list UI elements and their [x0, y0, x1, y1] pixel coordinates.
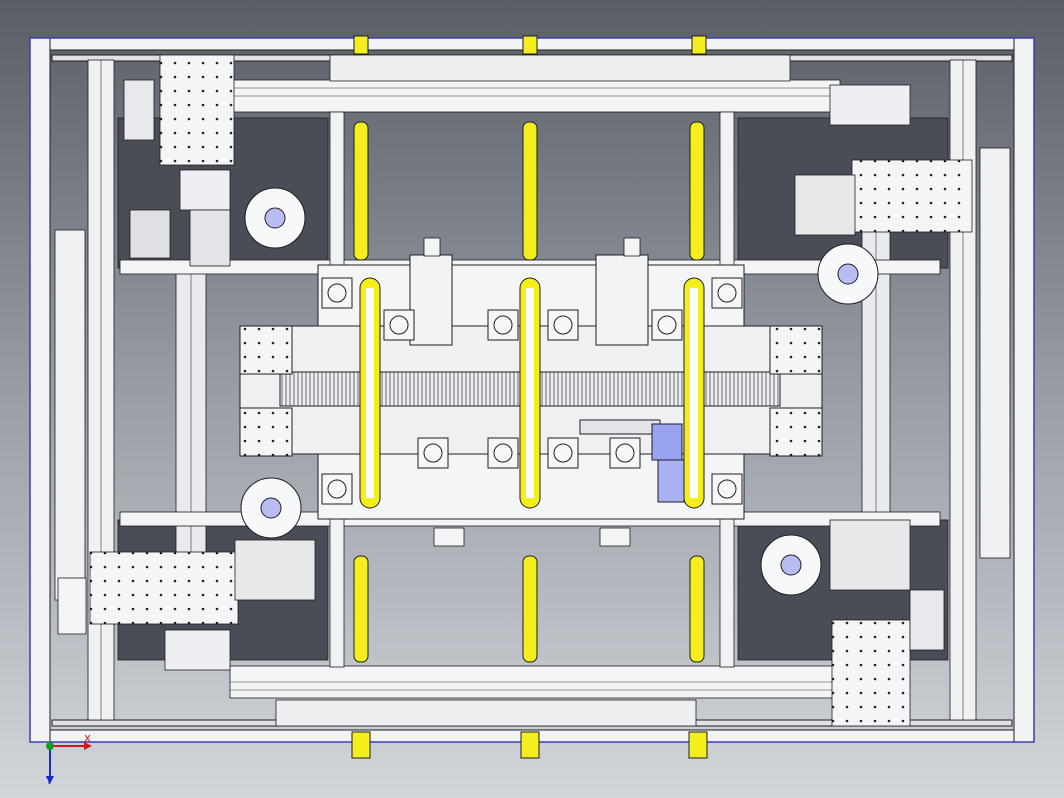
blue-motor	[651, 423, 685, 503]
belts-top	[353, 35, 707, 261]
module-bottom-left	[57, 539, 316, 671]
belts-bottom	[351, 555, 708, 759]
axis-triad-icon	[38, 732, 98, 792]
x-axis-label: X	[84, 734, 91, 745]
tape-reels	[240, 187, 879, 596]
module-top-right	[794, 84, 973, 236]
module-bottom-right	[829, 519, 945, 727]
pulley-blocks	[321, 277, 743, 505]
y-axis-label: Y	[46, 776, 53, 787]
belts-center	[359, 277, 705, 509]
module-top-left	[123, 54, 235, 267]
